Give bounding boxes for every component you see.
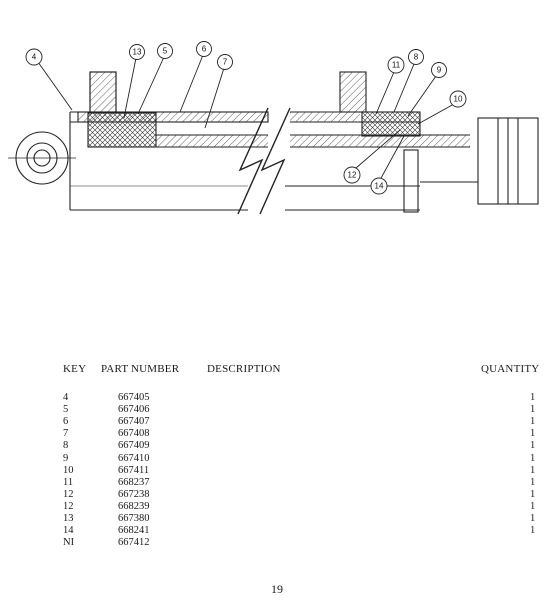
callout-6: 6 — [202, 45, 207, 54]
break-line — [237, 107, 269, 215]
head — [361, 111, 421, 137]
row-part-number: 667408 — [118, 428, 150, 440]
table-row: 12668239O-Ring1 — [0, 501, 554, 513]
row-part-number: 667410 — [118, 452, 150, 464]
table-row: 12667238Back-Up Seal1 — [0, 489, 554, 501]
callout-5: 5 — [163, 47, 168, 56]
row-part-number: 668237 — [118, 476, 150, 488]
callout-4: 4 — [32, 53, 37, 62]
row-key: 12 — [63, 488, 74, 500]
row-part-number: 667407 — [118, 416, 150, 428]
row-part-number: 668239 — [118, 500, 150, 512]
row-key: 7 — [63, 428, 69, 440]
table-row: 5667406Piston1 — [0, 404, 554, 416]
cylinder-cutaway-diagram: 4 13 5 6 7 11 8 9 10 12 14 — [8, 41, 539, 215]
right-port — [339, 71, 367, 113]
header-part-number: PART NUMBER — [101, 363, 180, 375]
callout-10: 10 — [454, 95, 463, 104]
row-key: 4 — [63, 392, 69, 403]
table-row: NI667412Seal Kit — [0, 537, 554, 549]
piston — [87, 112, 157, 148]
callout-12: 12 — [348, 171, 357, 180]
row-key: 10 — [63, 464, 74, 476]
row-quantity: 1 — [530, 392, 536, 403]
row-quantity: 1 — [530, 513, 536, 524]
row-key: 8 — [63, 440, 69, 452]
table-row: 14668241Seal Ring1 — [0, 525, 554, 537]
header-key: KEY — [63, 363, 87, 375]
row-part-number: 667380 — [118, 513, 150, 524]
callout-14: 14 — [375, 182, 384, 191]
row-key: 12 — [63, 500, 74, 512]
table-row: 4667405Capscrew 5/8" x 2"1 — [0, 392, 554, 404]
row-key: 9 — [63, 452, 69, 464]
callout-11: 11 — [392, 61, 401, 70]
row-quantity: 1 — [530, 464, 536, 476]
row-quantity: 1 — [530, 416, 536, 428]
table-row: 8667409Lockwire1 — [0, 440, 554, 452]
row-key: 6 — [63, 416, 69, 428]
row-part-number: 667405 — [118, 392, 150, 403]
table-row: 11668237Head Seal1 — [0, 477, 554, 489]
row-part-number: 668241 — [118, 525, 150, 537]
callout-8: 8 — [414, 53, 419, 62]
row-quantity: 1 — [530, 476, 536, 488]
callout-7: 7 — [223, 58, 228, 67]
table-row: 13667380Piston Seal1 — [0, 513, 554, 525]
row-part-number: 667238 — [118, 488, 150, 500]
callout-13: 13 — [133, 48, 142, 57]
row-quantity: 1 — [530, 440, 536, 452]
row-quantity: 1 — [530, 404, 536, 416]
row-quantity: 1 — [530, 525, 536, 537]
callout-9: 9 — [437, 66, 442, 75]
parts-table-header: KEY PART NUMBER DESCRIPTION QUANTITY — [0, 363, 554, 377]
row-key: 5 — [63, 404, 69, 416]
table-row: 6667407Barrel1 — [0, 416, 554, 428]
header-quantity: QUANTITY — [481, 363, 540, 375]
row-key: 11 — [63, 476, 74, 488]
row-key: 14 — [63, 525, 74, 537]
row-key: NI — [63, 537, 75, 549]
row-part-number: 667411 — [118, 464, 150, 476]
row-part-number: 667412 — [118, 537, 150, 549]
row-key: 13 — [63, 513, 74, 524]
page-number: 19 — [271, 582, 283, 596]
row-quantity: 1 — [530, 488, 536, 500]
table-row: 9667410Locknut1 — [0, 453, 554, 465]
table-row: 10667411Head1 — [0, 465, 554, 477]
header-description: DESCRIPTION — [207, 363, 281, 375]
row-quantity: 1 — [530, 500, 536, 512]
row-quantity: 1 — [530, 452, 536, 464]
row-part-number: 667406 — [118, 404, 150, 416]
row-part-number: 667409 — [118, 440, 150, 452]
row-quantity: 1 — [530, 428, 536, 440]
table-row: 7667408Rod1 — [0, 428, 554, 440]
